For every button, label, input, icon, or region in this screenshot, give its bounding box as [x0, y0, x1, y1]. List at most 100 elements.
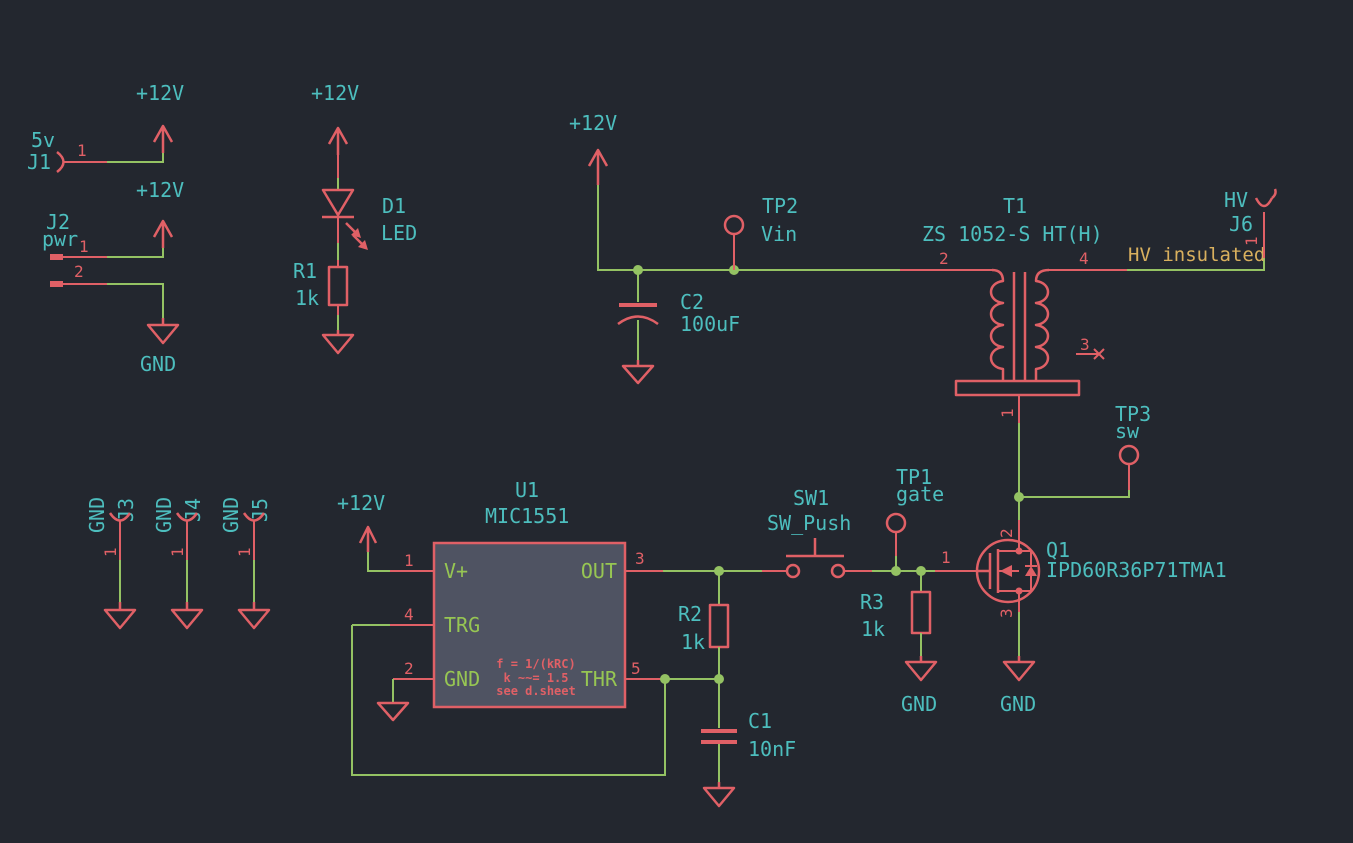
connector-j2[interactable]: J2 pwr 1 2: [42, 210, 107, 287]
power-flag-12v-j2[interactable]: +12V: [136, 178, 184, 248]
c1-ref-label[interactable]: C1: [748, 709, 772, 733]
resistor-body: [708, 603, 730, 649]
u1-note-3: see d.sheet: [496, 684, 575, 698]
power-label[interactable]: +12V: [311, 81, 359, 105]
tp2-value-label[interactable]: Vin: [761, 222, 797, 246]
c2-ref-label[interactable]: C2: [680, 290, 704, 314]
gnd-symbol-r3[interactable]: GND: [901, 656, 938, 716]
wire-feedback-thr-trg[interactable]: [351, 625, 666, 776]
j3-value-label[interactable]: GND: [85, 497, 109, 533]
connector-j4[interactable]: GND J4 1: [152, 497, 205, 630]
connector-j1[interactable]: 5v J1 1: [27, 128, 107, 174]
power-flag-12v-d1[interactable]: +12V: [311, 81, 359, 155]
wire-12v-bus[interactable]: [597, 185, 900, 271]
tp2-ref-label[interactable]: TP2: [762, 194, 798, 218]
r1-ref-label[interactable]: R1: [293, 259, 317, 283]
testpoint-tp3[interactable]: TP3 sw: [1115, 402, 1151, 490]
j1-ref-label[interactable]: J1: [27, 150, 51, 174]
u1-pin4-number: 4: [404, 605, 414, 624]
power-label[interactable]: +12V: [569, 111, 617, 135]
r2-ref-label[interactable]: R2: [678, 602, 702, 626]
gnd-label[interactable]: GND: [901, 692, 937, 716]
capacitor-c2[interactable]: C2 100uF: [617, 290, 740, 336]
tp1-ref-label[interactable]: TP1: [896, 465, 932, 489]
led-diode-icon: [321, 188, 355, 219]
tp3-value-label[interactable]: sw: [1115, 419, 1140, 443]
t1-value-label[interactable]: ZS 1052-S HT(H): [922, 222, 1103, 246]
wire-thr-node[interactable]: [665, 647, 720, 680]
u1-pin-vplus-name: V+: [444, 559, 468, 583]
wire-hv[interactable]: [1127, 258, 1265, 271]
capacitor-c1[interactable]: C1 10nF: [701, 709, 796, 761]
tp1-value-label[interactable]: gate: [896, 482, 944, 506]
transformer-t1[interactable]: T1 ZS 1052-S HT(H) 2 4 1 3: [922, 194, 1127, 423]
wire-j2-12v[interactable]: [107, 248, 164, 258]
j6-value-label[interactable]: HV: [1224, 188, 1248, 212]
t1-secondary-winding: [1034, 268, 1050, 381]
power-flag-12v-j1[interactable]: +12V: [136, 81, 184, 153]
connector-j6[interactable]: HV J6 1: [1224, 188, 1277, 258]
wire-j2-gnd[interactable]: [107, 283, 164, 318]
power-label[interactable]: +12V: [337, 491, 385, 515]
t1-ref-label[interactable]: T1: [1003, 194, 1027, 218]
sw1-value-label[interactable]: SW_Push: [767, 511, 851, 535]
sw1-contact-icon: [785, 563, 801, 579]
tp3-ref-label[interactable]: TP3: [1115, 402, 1151, 426]
power-label[interactable]: +12V: [136, 81, 184, 105]
switch-sw1[interactable]: SW1 SW_Push: [762, 486, 872, 579]
d1-value-label[interactable]: LED: [381, 221, 417, 245]
connector-j3[interactable]: GND J3 1: [85, 497, 138, 630]
gnd-symbol-u1[interactable]: [376, 701, 410, 722]
q1-value-label[interactable]: IPD60R36P71TMA1: [1046, 558, 1227, 582]
resistor-r3[interactable]: R3 1k: [860, 590, 932, 641]
testpoint-tp2[interactable]: TP2 Vin: [723, 194, 798, 270]
u1-ref-label[interactable]: U1: [515, 478, 539, 502]
net-label-hv-insulated[interactable]: HV insulated: [1128, 244, 1265, 266]
c1-value-label[interactable]: 10nF: [748, 737, 796, 761]
power-flag-12v-u1[interactable]: +12V: [337, 491, 385, 552]
power-label[interactable]: +12V: [136, 178, 184, 202]
r3-ref-label[interactable]: R3: [860, 590, 884, 614]
j4-value-label[interactable]: GND: [152, 497, 176, 533]
resistor-r1[interactable]: R1 1k: [293, 259, 349, 310]
j2-value-label[interactable]: pwr: [42, 227, 78, 251]
gnd-symbol-q1[interactable]: GND: [1000, 656, 1036, 716]
led-d1[interactable]: D1 LED: [321, 188, 417, 250]
u1-pin3-number: 3: [635, 549, 645, 568]
gnd-symbol-j2[interactable]: GND: [140, 318, 180, 376]
u1-pin-thr-name: THR: [581, 667, 618, 691]
c2-value-label[interactable]: 100uF: [680, 312, 740, 336]
gnd-symbol-c1[interactable]: [702, 782, 736, 808]
gnd-symbol-c2[interactable]: [621, 360, 655, 385]
mosfet-q1[interactable]: 1 2 3 Q1 IPD60R36P71TMA1: [935, 528, 1227, 618]
j6-ref-label[interactable]: J6: [1229, 212, 1253, 236]
power-flag-12v-main[interactable]: +12V: [569, 111, 617, 185]
j4-pin-number: 1: [168, 547, 187, 557]
q1-gate-bar: [977, 553, 992, 589]
ic-u1[interactable]: U1 MIC1551 1 V+ 4 TRG 2 GND 3 OUT 5 THR …: [390, 478, 665, 709]
q1-gate-number: 1: [941, 548, 951, 567]
gnd-symbol-r1[interactable]: [321, 330, 355, 355]
wire-j1-12v[interactable]: [107, 153, 164, 163]
t1-pin1-number: 1: [998, 408, 1017, 418]
j5-value-label[interactable]: GND: [219, 497, 243, 533]
testpoint-tp1[interactable]: TP1 gate: [885, 465, 944, 571]
sw1-ref-label[interactable]: SW1: [793, 486, 829, 510]
gnd-label[interactable]: GND: [140, 352, 176, 376]
j2-ref-label[interactable]: J2: [46, 210, 70, 234]
q1-ref-label[interactable]: Q1: [1046, 538, 1070, 562]
u1-value-label[interactable]: MIC1551: [485, 504, 569, 528]
connector-j5[interactable]: GND J5 1: [219, 497, 272, 630]
u1-body[interactable]: [432, 541, 627, 709]
r2-value-label[interactable]: 1k: [681, 630, 705, 654]
gnd-label[interactable]: GND: [1000, 692, 1036, 716]
gnd-icon: [376, 701, 410, 722]
j1-value-label[interactable]: 5v: [31, 128, 55, 152]
wire-sw-tp3[interactable]: [1019, 490, 1130, 498]
r3-value-label[interactable]: 1k: [861, 617, 885, 641]
r1-value-label[interactable]: 1k: [295, 286, 319, 310]
resistor-r2[interactable]: R2 1k: [678, 602, 730, 654]
wire-12v-u1[interactable]: [367, 552, 390, 572]
d1-ref-label[interactable]: D1: [382, 194, 406, 218]
